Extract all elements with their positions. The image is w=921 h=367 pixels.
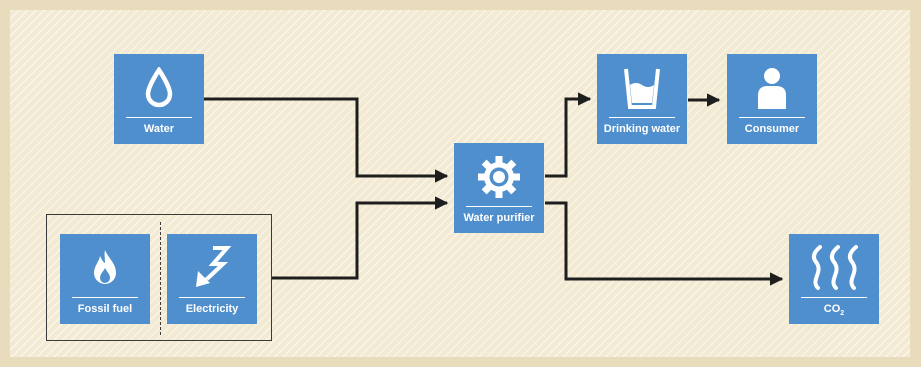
co2-rule	[801, 297, 867, 298]
heat-waves-icon	[789, 242, 879, 294]
fossil-fuel-label: Fossil fuel	[77, 303, 133, 315]
water-purifier-rule	[466, 206, 532, 207]
electricity-rule	[179, 297, 245, 298]
group-divider	[160, 222, 161, 335]
co2-label-subscript: 2	[840, 310, 845, 318]
gear-icon	[454, 151, 544, 203]
energy-input-group	[46, 214, 272, 341]
co2-node: CO2	[789, 234, 879, 324]
fossil-fuel-rule	[72, 297, 138, 298]
arrow-energy-to-purifier	[272, 196, 449, 280]
electricity-node: Electricity	[167, 234, 257, 324]
water-purifier-label: Water purifier	[463, 212, 535, 224]
electricity-label: Electricity	[185, 303, 239, 315]
flame-icon	[60, 242, 150, 294]
water-drop-icon	[114, 62, 204, 114]
water-label: Water	[143, 123, 175, 135]
drinking-water-rule	[609, 117, 675, 118]
water-rule	[126, 117, 192, 118]
drinking-water-node: Drinking water	[597, 54, 687, 144]
co2-label: CO2	[789, 303, 879, 317]
co2-label-main: CO	[823, 303, 841, 315]
person-icon	[727, 62, 817, 114]
consumer-node: Consumer	[727, 54, 817, 144]
water-purifier-node: Water purifier	[454, 143, 544, 233]
lightning-bolt-icon	[167, 242, 257, 294]
drinking-water-label: Drinking water	[603, 123, 681, 135]
consumer-label: Consumer	[744, 123, 800, 135]
arrow-water-to-purifier	[204, 97, 449, 183]
consumer-rule	[739, 117, 805, 118]
arrow-purifier-to-co2	[545, 201, 784, 286]
arrow-purifier-to-drinking-water	[545, 92, 592, 178]
water-node: Water	[114, 54, 204, 144]
fossil-fuel-node: Fossil fuel	[60, 234, 150, 324]
water-glass-icon	[597, 62, 687, 114]
